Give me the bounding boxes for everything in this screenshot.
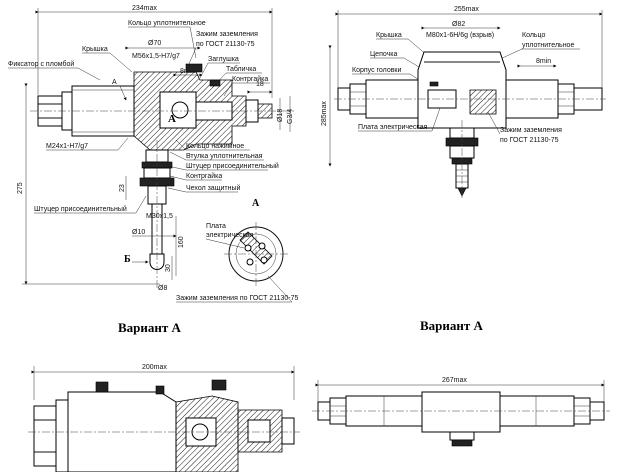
dim-d82: Ø82 [452,21,465,28]
label-plate-electric-2: электрическая [206,232,254,239]
sensor-stem-vertical [139,140,175,290]
dim-d8: Ø8 [158,285,167,292]
dim-overall-width-r: 255max [454,6,479,13]
label-union-fitting2: Штуцер присоединительный [34,205,127,213]
dim-overall-width-bl: 200max [142,364,167,371]
label-sealing-ring-r2: уплотнительное [522,42,574,49]
label-plug: Заглушка [208,56,239,63]
dim-h160: 160 [178,236,185,248]
sensor-body-bottom-left [28,379,300,472]
label-lid-r: Крышка [376,32,402,39]
label-lock-nut2: Контргайка [186,172,222,180]
dim-h275: 275 [17,182,24,194]
dim-overall-width-br: 267max [442,377,467,384]
dim-thread-m80: M80х1-6Н/6g (взрыв) [426,32,494,39]
dim-d70: Ø70 [148,40,161,47]
label-head-body: Корпус головки [352,67,401,74]
label-sealing-sleeve: Втулка уплотнительная [186,153,263,160]
label-plate: Табличка [226,65,256,73]
panel-bottom-right: 267max [312,377,610,447]
panel-bottom-left: 200max [28,364,300,472]
label-chain: Цепочка [370,51,397,58]
panel-top-right: 255max Ø82 M80х1-6Н/6g (взрыв) Крышка Ко… [321,6,606,333]
dim-g34: G3/4 [287,109,294,124]
mark-a: А [168,113,176,125]
label-lock-seal: Фиксатор с пломбой [8,60,74,68]
label-sealing-ring-r1: Кольцо [522,32,545,39]
view-a-label: А [252,198,260,209]
mark-b: Б [124,254,131,265]
dim-thread-m24: М24х1-Н7/g7 [46,143,88,150]
mark-a-arrow: А [112,79,117,86]
dim-min-8-r: 8min [536,58,551,65]
view-a-detail: А [224,198,290,288]
sensor-body-bottom-right [312,391,610,447]
panel-top-left: 234max Кольцо уплотнительное Ø70 Крышка … [8,5,299,335]
label-gost-r: по ГОСТ 21130-75 [500,137,559,144]
label-grounding-clamp: Зажим заземления [196,31,258,38]
dim-d18: Ø18 [277,109,284,122]
label-protective-cover: Чехол защитный [186,184,240,192]
label-union-fitting: Штуцер присоединительный [186,162,279,170]
sensor-body-right [334,51,606,200]
label-lid: Крышка [82,46,108,53]
dim-h285: 285max [321,101,328,126]
dim-d23: 23 [119,184,126,192]
label-grounding-clamp-r: Зажим заземления [500,127,562,134]
caption-variant-a-right: Вариант А [420,318,484,333]
label-clamp-ring: Кольцо нажимное [186,143,244,150]
dim-h30: 30 [165,264,172,272]
label-lock-nut: Контргайка [232,75,268,83]
label-plate-electric-1: Плата [206,223,226,230]
label-gost: по ГОСТ 21130-75 [196,41,255,48]
label-plate-electric-r: Плата электрическая [358,124,428,131]
label-grounding-bottom: Зажим заземления по ГОСТ 21130-75 [176,295,299,302]
dim-thread-m56: M56х1,5-Н7/g7 [132,53,180,60]
dim-thread-m30: M30х1,5 [146,213,173,220]
sensor-body-horizontal: А А [30,63,296,151]
dim-d10: Ø10 [132,229,145,236]
caption-variant-a-left: Вариант А [118,320,182,335]
dim-len-18: 18 [256,81,264,88]
dim-overall-width: 234max [132,5,157,12]
label-sealing-ring: Кольцо уплотнительное [128,20,206,27]
